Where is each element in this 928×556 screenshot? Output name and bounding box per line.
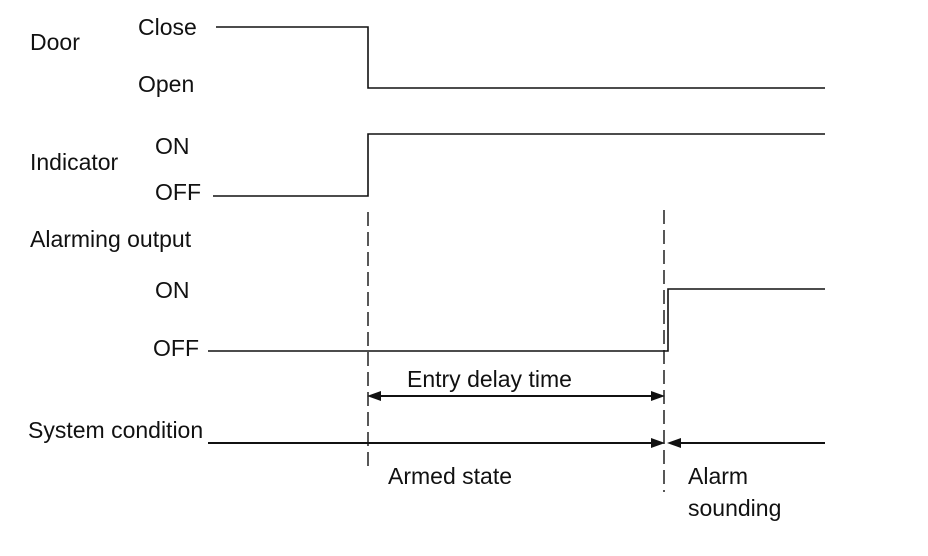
system-condition-label: System condition: [28, 417, 203, 443]
alarming-output-on-label: ON: [155, 277, 190, 303]
entry-delay-arrowhead-right: [651, 391, 665, 401]
alarming-output-waveform: [208, 288, 825, 352]
indicator-on-label: ON: [155, 133, 190, 159]
alarm-sounding-arrowhead: [667, 438, 681, 448]
door-label: Door: [30, 29, 80, 55]
armed-state-label: Armed state: [388, 463, 512, 489]
indicator-label: Indicator: [30, 149, 119, 175]
alarming-output-label: Alarming output: [30, 226, 192, 252]
indicator-off-label: OFF: [155, 179, 201, 205]
indicator-waveform: [213, 133, 825, 197]
door-close-label: Close: [138, 14, 197, 40]
door-waveform: [216, 26, 825, 89]
entry-delay-label: Entry delay time: [407, 366, 572, 392]
door-open-label: Open: [138, 71, 194, 97]
entry-delay-arrowhead-left: [367, 391, 381, 401]
alarm-sounding-label-line2: sounding: [688, 495, 781, 521]
alarming-output-off-label: OFF: [153, 335, 199, 361]
armed-state-arrowhead: [651, 438, 665, 448]
alarm-sounding-label-line1: Alarm: [688, 463, 748, 489]
